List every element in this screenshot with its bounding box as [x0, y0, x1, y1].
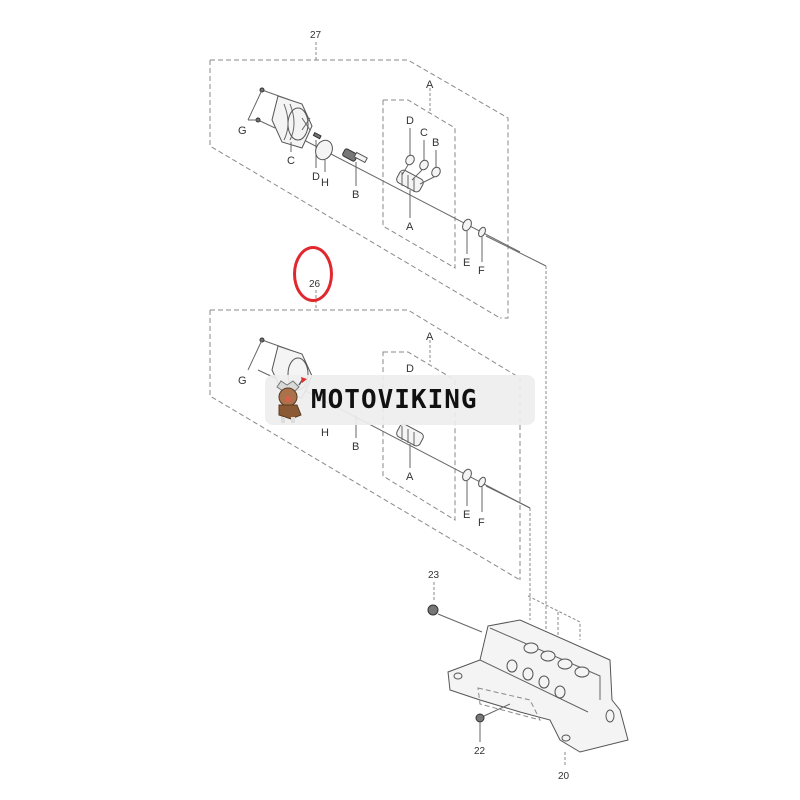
label-b: B [352, 189, 359, 201]
label-d-ring: D [406, 115, 414, 127]
label-h: H [321, 177, 329, 189]
label-e-26: E [463, 509, 470, 521]
assembly-26: 26 A D G H B A E F [209, 279, 531, 620]
label-d-ring-26: D [406, 363, 414, 375]
label-b-26: B [352, 441, 359, 453]
label-a-top: A [426, 79, 434, 91]
callout-22: 22 [474, 746, 486, 757]
brand-name: MOTOVIKING [311, 385, 478, 415]
highlight-circle-26 [293, 246, 333, 302]
label-f: F [478, 265, 485, 277]
plug-22: 22 [474, 703, 511, 757]
callout-27: 27 [310, 30, 322, 41]
label-h-26: H [321, 427, 329, 439]
label-a-bottom: A [406, 221, 414, 233]
label-a-top-26: A [426, 331, 434, 343]
label-e: E [463, 257, 470, 269]
actuator-housing [271, 95, 313, 149]
label-c-ring: C [420, 127, 428, 139]
label-g: G [238, 125, 247, 137]
label-b-ring: B [432, 137, 439, 149]
brand-watermark: MOTOVIKING [265, 375, 535, 425]
assembly-27: 27 A G C D [209, 30, 547, 610]
label-c: C [287, 155, 295, 167]
callout-20: 20 [558, 771, 570, 782]
label-f-26: F [478, 517, 485, 529]
callout-23: 23 [428, 570, 440, 581]
label-d: D [312, 171, 320, 183]
label-a-bottom-26: A [406, 471, 414, 483]
label-g-26: G [238, 375, 247, 387]
viking-mascot-icon [276, 377, 307, 423]
manifold-body: 20 [447, 595, 629, 782]
plug-23: 23 [427, 570, 483, 633]
